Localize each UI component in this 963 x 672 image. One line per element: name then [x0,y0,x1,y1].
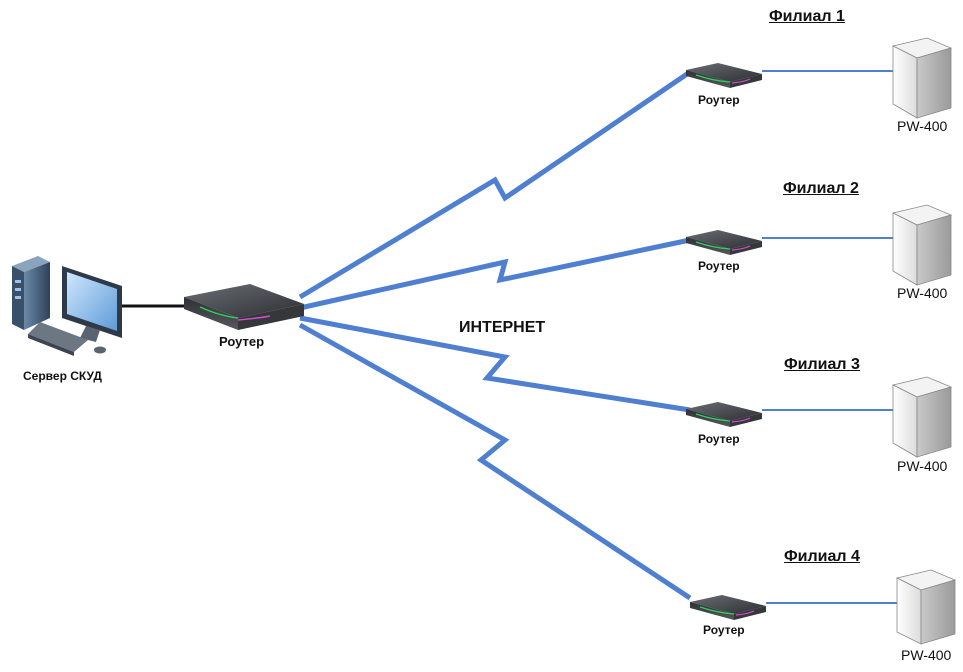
server-label: Сервер СКУД [23,369,102,383]
branch-1-router-label: Роутер [698,93,740,107]
branch-4-router-label: Роутер [703,623,745,637]
branch-3-router-label: Роутер [698,432,740,446]
branch-3-pw400-icon [891,376,953,458]
server-computer-icon [12,256,122,356]
branch-4-pw400-icon [895,569,957,645]
branch-3-device-label: PW-400 [897,458,948,474]
branch-4-device-label: PW-400 [901,647,952,663]
branch-2-pw400-icon [891,204,953,286]
link-branch-3 [299,315,691,413]
branch-2-router-icon [686,230,762,255]
internet-label: ИНТЕРНЕТ [459,319,546,336]
branch-1-title: Филиал 1 [769,8,845,25]
branch-3-title: Филиал 3 [784,356,860,373]
branch-4-title: Филиал 4 [784,548,860,565]
branch-4-router-icon [690,595,766,620]
branch-2-device-label: PW-400 [897,285,948,301]
central-router-label: Роутер [219,334,265,349]
central-router-icon [184,284,304,330]
link-branch-1 [298,69,692,300]
internet-links [298,69,692,601]
branch-wires [762,70,897,604]
branch-2-title: Филиал 2 [783,180,859,197]
branch-1-pw400-icon [891,37,953,119]
branch-2-router-label: Роутер [698,259,740,273]
link-branch-2 [299,237,691,311]
link-branch-4 [298,322,692,601]
branch-3-router-icon [686,402,762,427]
branch-1-router-icon [686,63,762,88]
branch-1-device-label: PW-400 [897,118,948,134]
